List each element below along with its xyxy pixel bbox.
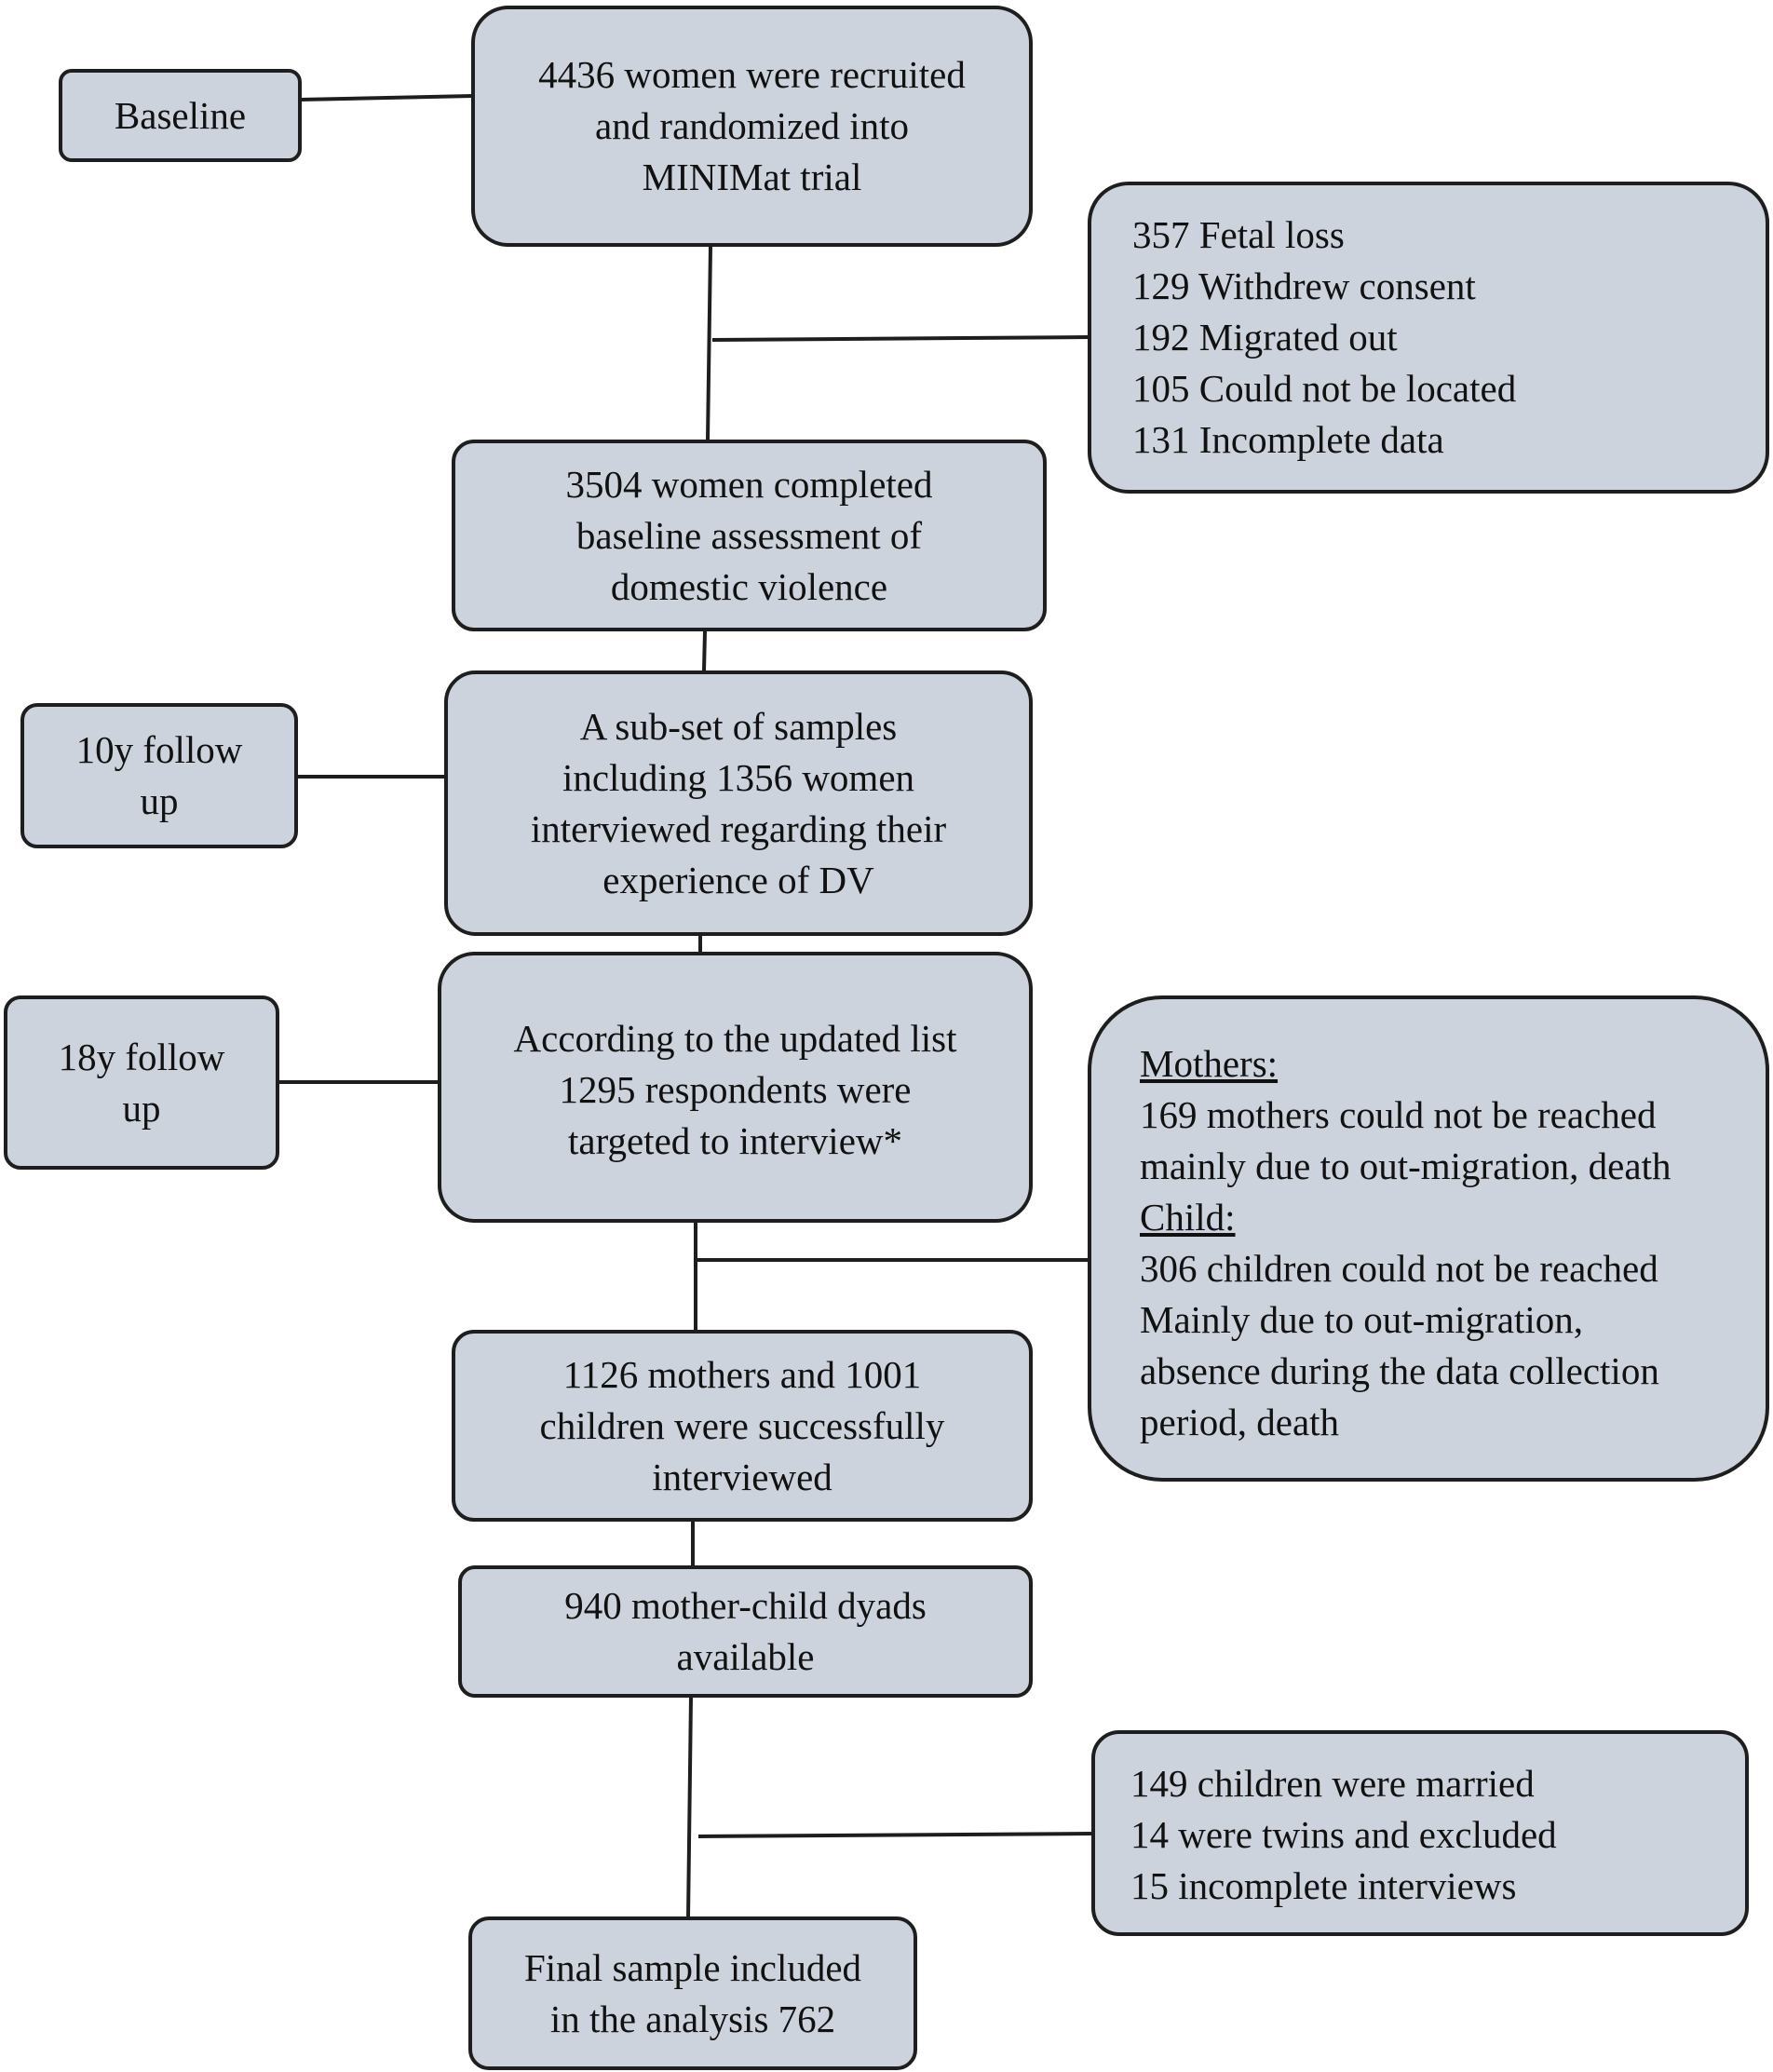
final-exclusion-item: 14 were twins and excluded [1130,1813,1557,1856]
connector-exclusions-baseline [711,335,1090,342]
baseline-assessment-text-line: domestic violence [610,564,888,608]
followup-18y-label: 18y follow [58,1035,225,1078]
connector-dyads-final [686,1696,693,1919]
exclusion-item: 105 Could not be located [1132,367,1517,410]
baseline-assessment-text-line: 3504 women completed [565,462,933,506]
baseline-assessment-text-line: baseline assessment of [575,513,923,557]
interviewed-text-line: 1126 mothers and 1001 [562,1352,922,1396]
exclusion-item: 131 Incomplete data [1132,418,1444,461]
child-lost-line: 306 children could not be reached [1140,1247,1658,1290]
recruited-text-line: and randomized into [594,104,909,147]
baseline-stage-box: Baseline [59,69,302,162]
subset-box: A sub-set of samples including 1356 wome… [444,670,1033,936]
followup-18y-stage-box: 18y follow up [4,995,279,1170]
targeted-box: According to the updated list 1295 respo… [438,952,1033,1223]
dyads-text-line: available [676,1635,815,1678]
subset-text-line: A sub-set of samples [579,704,898,748]
child-lost-line: absence during the data collection [1140,1349,1659,1392]
connector-exclusions-final [697,1832,1094,1838]
child-lost-line: Mainly due to out-migration, [1140,1298,1583,1341]
mothers-lost-line: mainly due to out-migration, death [1140,1144,1671,1187]
targeted-text-line: targeted to interview* [567,1119,902,1162]
followup-10y-stage-box: 10y follow up [20,703,298,848]
connector-recruited-down [706,246,712,440]
targeted-text-line: 1295 respondents were [559,1068,912,1111]
followup-10y-label: 10y follow [75,728,243,771]
final-sample-text-line: Final sample included [523,1945,862,1989]
recruited-text-line: MINIMat trial [642,156,862,198]
subset-text-line: interviewed regarding their [530,806,947,850]
mothers-lost-line: 169 mothers could not be reached [1140,1093,1657,1136]
child-heading: Child: [1140,1196,1236,1239]
exclusions-baseline-box: 357 Fetal loss 129 Withdrew consent 192 … [1088,182,1769,494]
recruited-text-line: 4436 women were recruited [538,53,966,96]
recruited-box: 4436 women were recruited and randomized… [471,6,1033,247]
baseline-stage-label: Baseline [114,93,247,137]
final-sample-text-line: in the analysis 762 [549,1997,836,2040]
followup-18y-label: up [122,1086,161,1130]
connector-baseline [299,94,474,102]
mothers-heading: Mothers: [1140,1042,1279,1085]
interviewed-text-line: interviewed [652,1455,832,1498]
followup-10y-label: up [140,779,179,822]
subset-text-line: including 1356 women [562,755,915,799]
interviewed-box: 1126 mothers and 1001 children were succ… [452,1330,1033,1522]
subset-text-line: experience of DV [602,858,874,901]
exclusion-item: 357 Fetal loss [1132,213,1345,256]
interviewed-text-line: children were successfully [539,1403,945,1447]
lost-followup-box: Mothers: 169 mothers could not be reache… [1088,995,1769,1482]
dyads-box: 940 mother-child dyads available [458,1565,1033,1698]
targeted-text-line: According to the updated list [513,1017,957,1060]
child-lost-line: period, death [1140,1401,1340,1443]
connector-baseline-subset [702,630,707,671]
final-exclusion-item: 15 incomplete interviews [1130,1864,1517,1907]
final-sample-box: Final sample included in the analysis 76… [468,1916,917,2070]
exclusions-final-box: 149 children were married 14 were twins … [1091,1730,1749,1936]
exclusion-item: 192 Migrated out [1132,316,1398,359]
final-exclusion-item: 149 children were married [1130,1762,1535,1805]
baseline-assessment-box: 3504 women completed baseline assessment… [452,440,1047,631]
exclusion-item: 129 Withdrew consent [1132,264,1476,307]
dyads-text-line: 940 mother-child dyads [564,1584,927,1627]
